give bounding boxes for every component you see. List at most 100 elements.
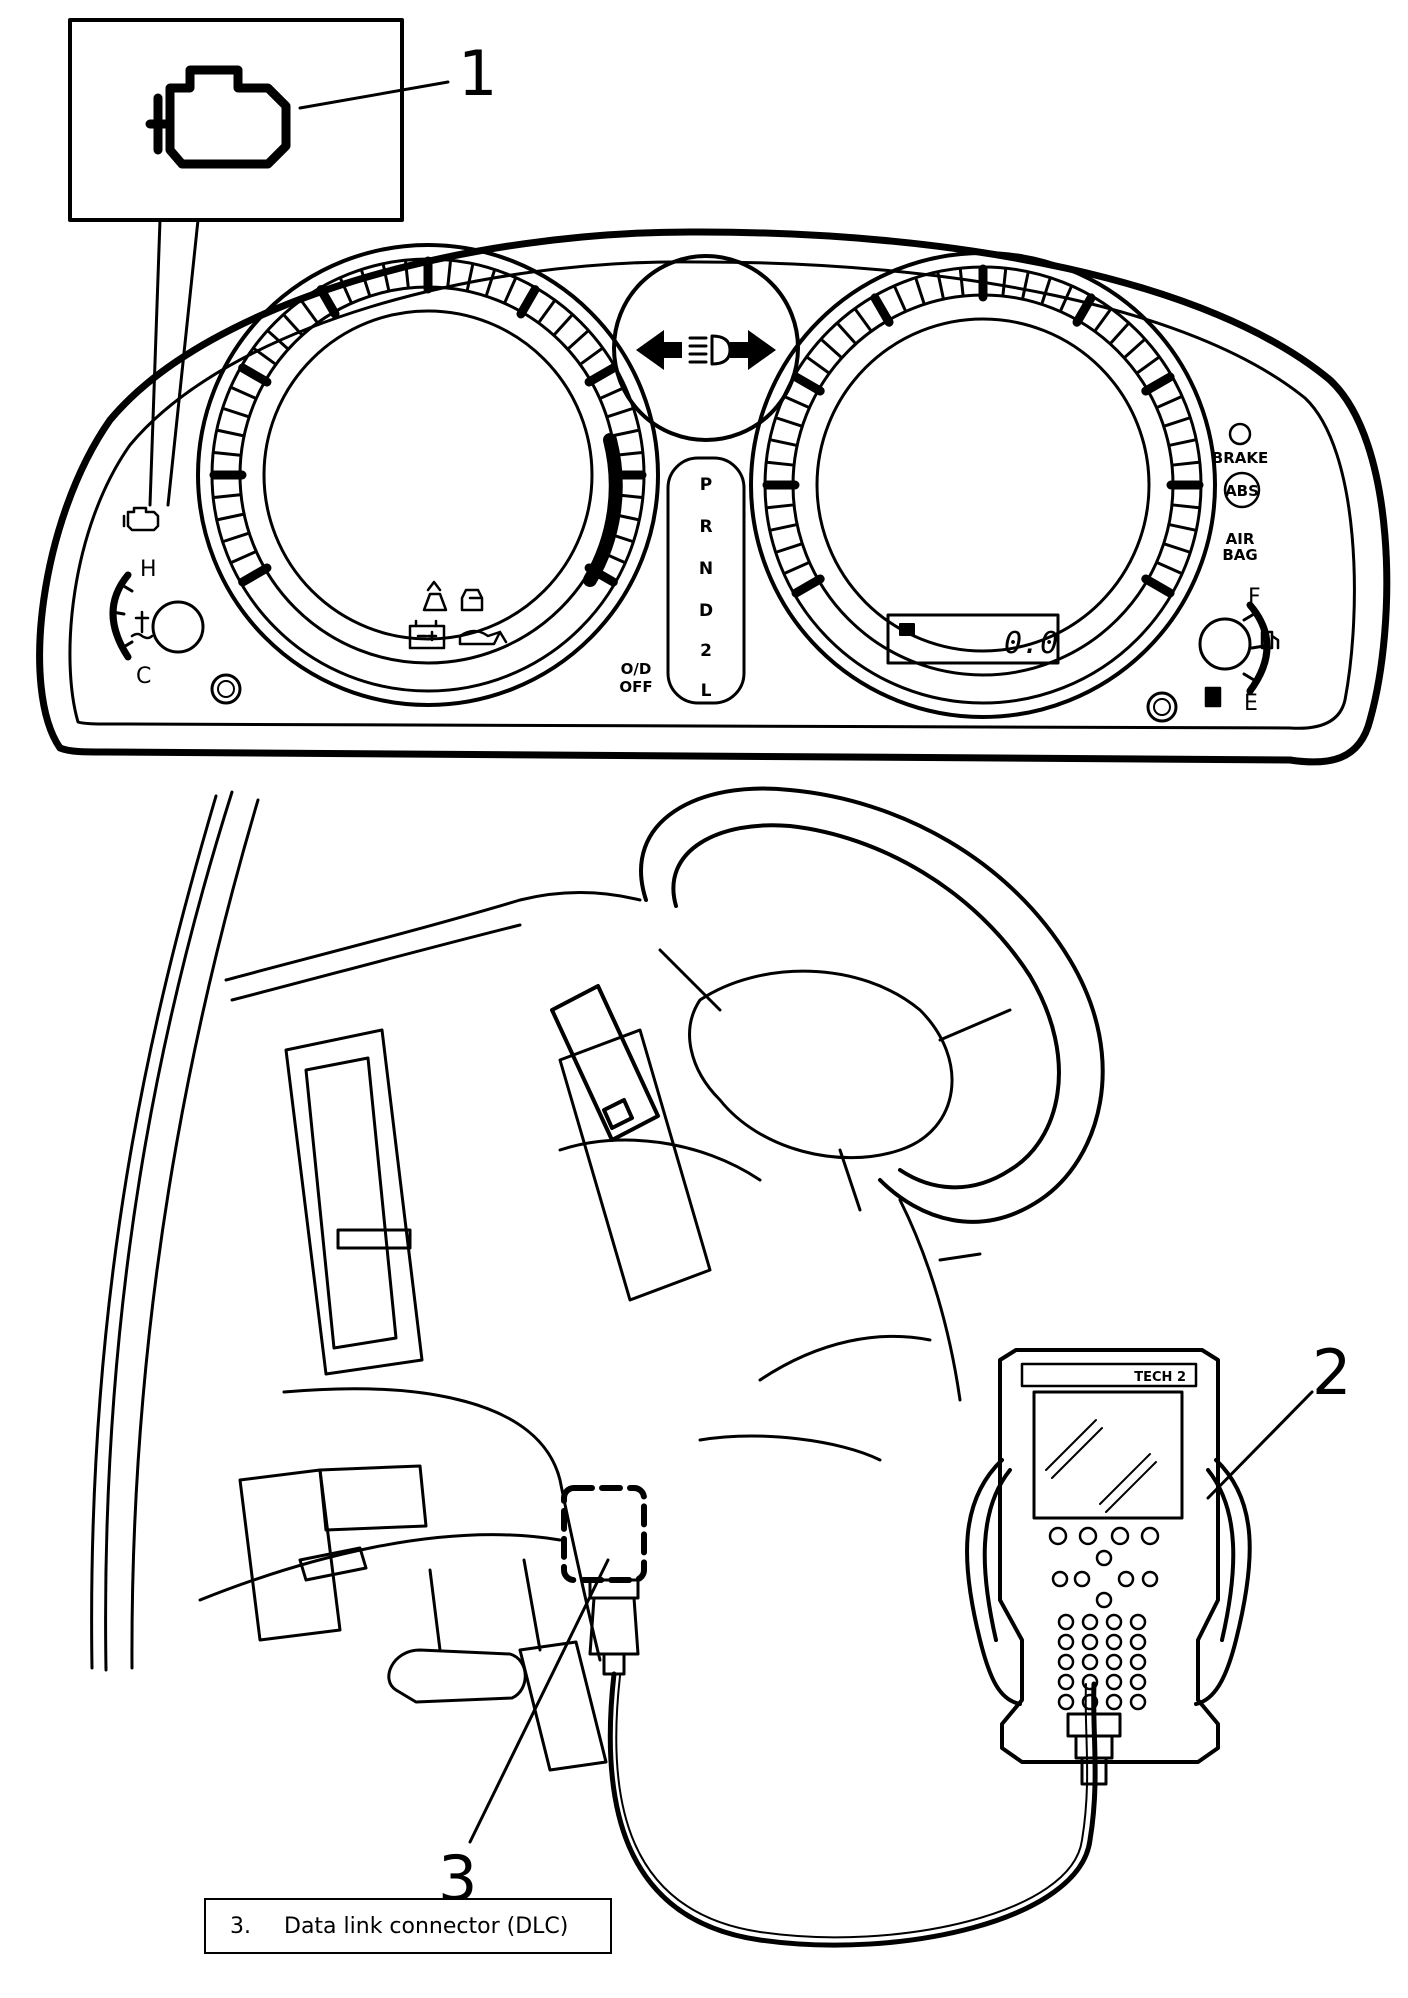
gauge-tick: [615, 451, 643, 457]
left-turn-arrow-icon: [636, 330, 682, 370]
gauge-tick: [791, 372, 825, 396]
gauge-tick: [1164, 542, 1190, 554]
fuel-full-label: F: [1248, 585, 1261, 610]
gauge-tick: [1172, 460, 1200, 467]
odometer-mode: A: [902, 620, 914, 638]
a-pillar: [90, 790, 260, 1672]
gear-p: P: [700, 475, 712, 495]
gauge-tick: [820, 338, 842, 359]
gauge-tick: [231, 386, 256, 400]
keypad-button: [1057, 1633, 1075, 1651]
keypad-button: [1105, 1653, 1123, 1671]
gauge-tick: [253, 347, 276, 365]
gauge-tick: [466, 264, 474, 291]
gauge-tick: [382, 264, 390, 291]
od-off-label-bottom: OFF: [619, 678, 652, 696]
scan-tool-body: [998, 1348, 1220, 1764]
gauge-tick: [600, 386, 625, 400]
seatbelt-icon: [422, 580, 448, 612]
gauge-tick: [1169, 523, 1196, 532]
callout-1-leader: [298, 80, 450, 110]
driver-interior: [90, 786, 1105, 1772]
brake-pedal: [387, 1648, 527, 1704]
warning-lamp-cluster-right: BRAKE ABS AIR BAG: [1212, 422, 1268, 564]
gear-2: 2: [700, 641, 712, 661]
gauge-tick: [538, 300, 556, 323]
scan-tool-cable-connector: [1066, 1712, 1122, 1786]
airbag-label-top: AIR: [1226, 530, 1255, 548]
gear-l: L: [701, 681, 712, 701]
gauge-tick: [870, 293, 894, 327]
mil-leader-lines: [148, 218, 200, 507]
abs-label: ABS: [1225, 482, 1259, 500]
coolant-temperature-icon: [130, 610, 154, 640]
gear-n: N: [699, 559, 713, 579]
gauge-tick: [791, 574, 825, 598]
keypad-button: [1129, 1673, 1147, 1691]
gauge-tick: [503, 278, 517, 303]
brake-warning-icon: [1228, 422, 1252, 446]
check-engine-icon: [145, 65, 291, 169]
gauge-tick: [1156, 395, 1182, 409]
gear-r: R: [699, 517, 712, 537]
warning-lamp-cluster-left: [408, 580, 508, 650]
speedometer-gauge: A 0.0: [749, 251, 1217, 719]
gauge-tick: [893, 286, 907, 312]
turn-signal-stalk: [550, 984, 660, 1142]
gauge-tick: [1072, 293, 1096, 327]
gauge-tick: [1021, 272, 1030, 299]
left-dash-panel: [284, 1028, 424, 1376]
oil-pressure-icon: [458, 629, 508, 646]
kick-panel: [238, 1468, 342, 1642]
keypad-button: [1095, 1591, 1113, 1609]
gear-d: D: [699, 601, 713, 621]
gauge-tick: [1124, 338, 1146, 359]
gauge-tick: [213, 451, 241, 457]
scan-tool-keypad: [1048, 1526, 1160, 1711]
gauge-tick: [1156, 561, 1182, 575]
keypad-button: [1140, 1526, 1160, 1546]
keypad-button: [1073, 1570, 1091, 1588]
gauge-tick: [770, 438, 797, 447]
callout-2-leader: [1206, 1390, 1314, 1500]
gauge-tick: [339, 278, 353, 303]
gauge-tick: [217, 513, 244, 521]
gauge-tick: [914, 278, 926, 304]
fuse-cover: [318, 1464, 428, 1532]
gauge-tick: [446, 260, 452, 288]
keypad-button: [1117, 1570, 1135, 1588]
gauge-tick: [1141, 372, 1175, 396]
keypad-button: [1057, 1693, 1075, 1711]
keypad-button: [1078, 1526, 1098, 1546]
gauge-tick: [316, 285, 340, 319]
keypad-button: [1051, 1570, 1069, 1588]
gauge-tick: [854, 308, 872, 332]
gauge-tick: [238, 363, 272, 387]
keypad-button: [1081, 1653, 1099, 1671]
keypad-button: [1129, 1633, 1147, 1651]
gauge-tick: [267, 330, 289, 350]
gauge-tick: [360, 269, 371, 296]
temperature-hot-label: H: [140, 557, 157, 582]
gauge-tick: [222, 532, 249, 543]
door-ajar-icon: [460, 588, 484, 612]
gauge-tick: [776, 416, 802, 428]
steering-column: [558, 1028, 762, 1302]
gauge-tick: [784, 561, 810, 575]
scan-tool-screen: [1032, 1390, 1184, 1520]
keypad-button: [1105, 1673, 1123, 1691]
scan-tool-cable: [607, 1671, 1098, 1948]
keypad-button: [1141, 1570, 1159, 1588]
gauge-tick: [770, 523, 797, 532]
gauge-tick: [1094, 308, 1112, 332]
low-fuel-icon: [1204, 686, 1222, 708]
keypad-button: [1105, 1633, 1123, 1651]
legend-number: 3.: [230, 1913, 251, 1939]
gauge-tick: [1169, 438, 1196, 447]
gauge-tick: [553, 314, 573, 336]
keypad-button: [1105, 1693, 1123, 1711]
brake-label: BRAKE: [1212, 449, 1268, 467]
callout-2: 2: [1312, 1336, 1351, 1409]
mil-inset: 1: [68, 18, 497, 507]
